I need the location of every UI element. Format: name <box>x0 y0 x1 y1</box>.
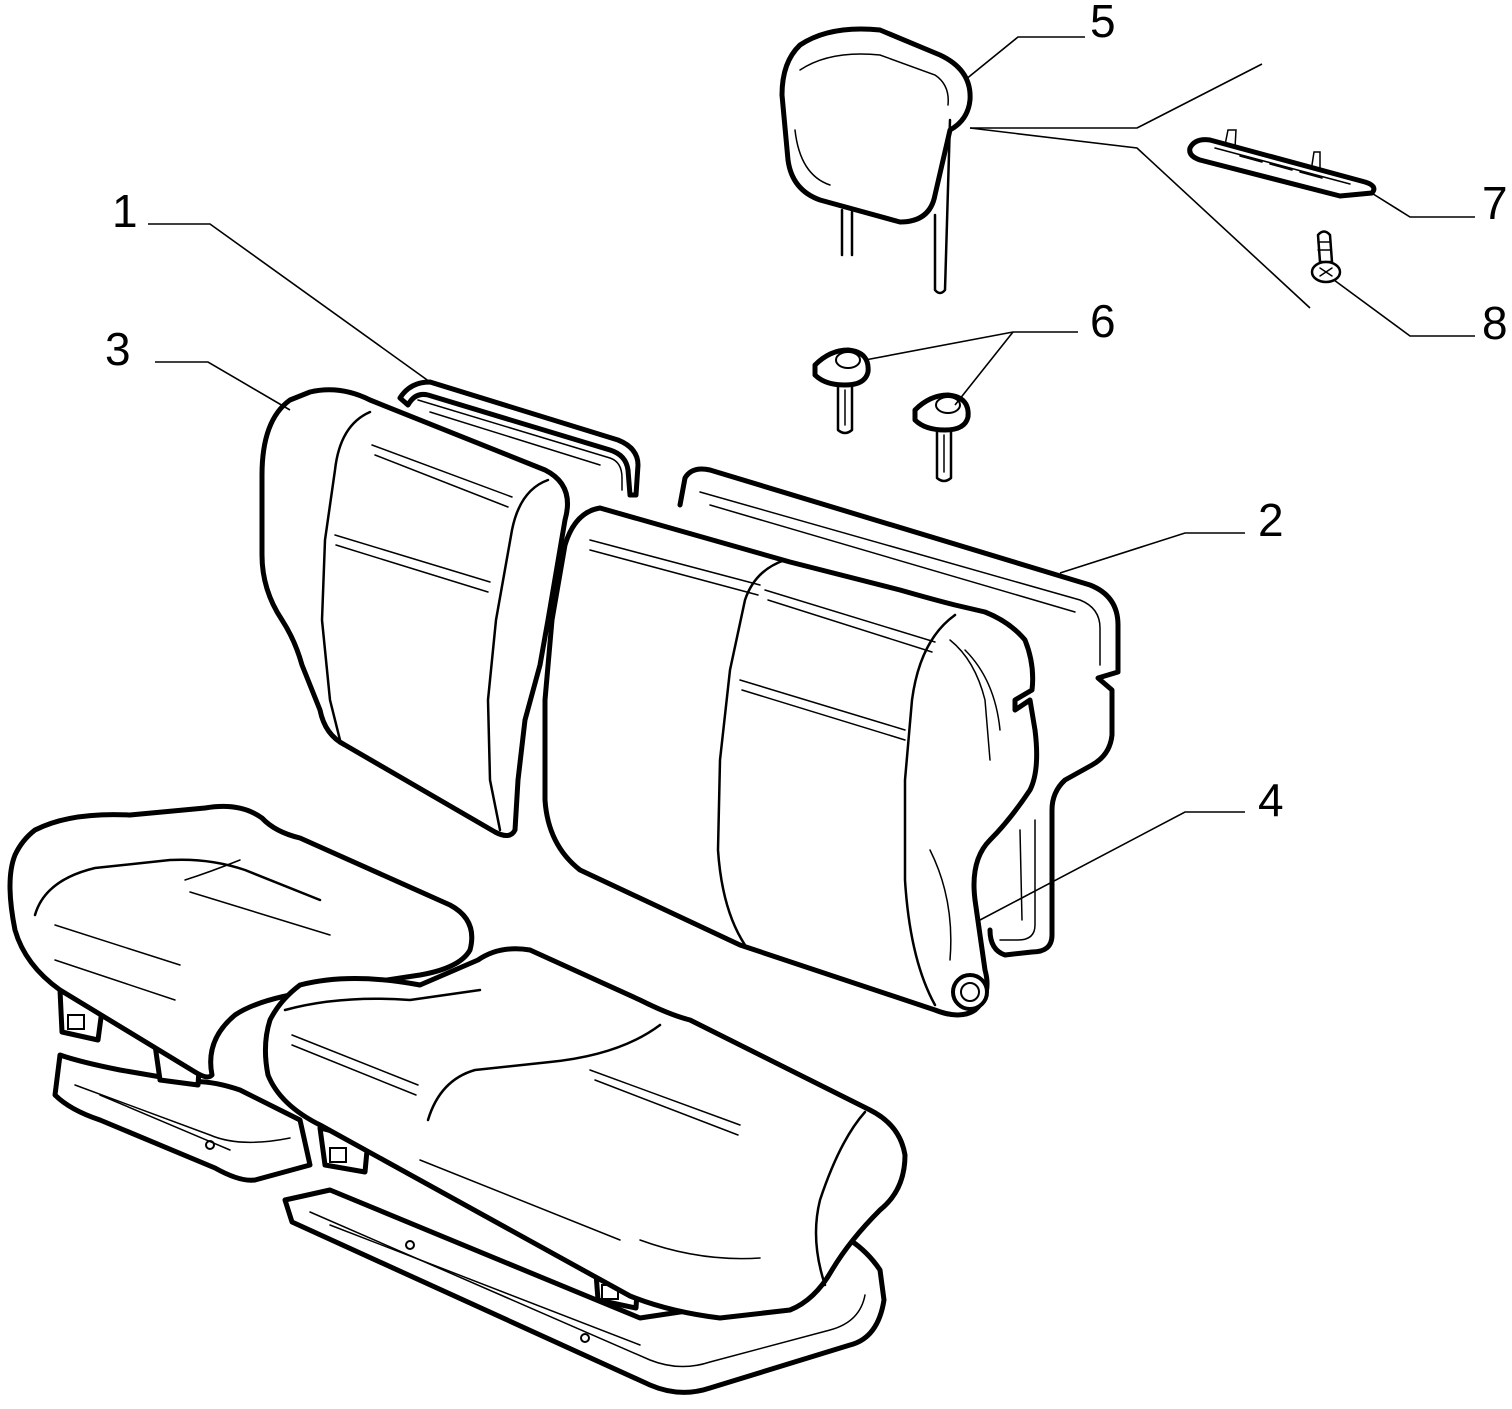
leader-8 <box>1333 279 1475 337</box>
part-1-left-backrest-frame <box>397 379 641 498</box>
leader-lines <box>148 36 1475 921</box>
leader-4 <box>979 811 1245 921</box>
leader-3 <box>155 361 291 411</box>
callout-labels: 1 2 3 4 5 6 7 8 <box>105 0 1508 826</box>
leader-5 <box>964 36 1085 81</box>
leader-7 <box>1369 191 1475 218</box>
leader-2 <box>1059 532 1245 574</box>
callout-5: 5 <box>1090 0 1116 47</box>
leader-5c <box>969 127 1311 309</box>
callout-2: 2 <box>1258 494 1284 546</box>
callout-8: 8 <box>1482 297 1508 349</box>
leader-5b <box>970 63 1263 129</box>
part-7-bracket <box>1187 129 1377 199</box>
left-seat-cushion <box>7 803 475 1183</box>
callout-1: 1 <box>112 185 138 237</box>
leader-6a <box>864 331 1078 361</box>
callout-4: 4 <box>1258 774 1284 826</box>
right-seat-cushion <box>262 946 908 1395</box>
guide-sleeve-left <box>812 347 871 435</box>
callout-6: 6 <box>1090 295 1116 347</box>
part-4-right-backrest-cushion <box>542 505 1040 1018</box>
guide-sleeve-right <box>912 392 971 483</box>
part-8-screw <box>1310 230 1342 284</box>
callout-3: 3 <box>105 323 131 375</box>
callout-7: 7 <box>1482 177 1508 229</box>
part-5-headrest <box>779 26 973 295</box>
leader-1 <box>148 223 431 383</box>
leader-6b <box>954 331 1014 406</box>
part-6-headrest-guides <box>812 347 971 483</box>
part-3-left-backrest-cushion <box>259 387 570 838</box>
